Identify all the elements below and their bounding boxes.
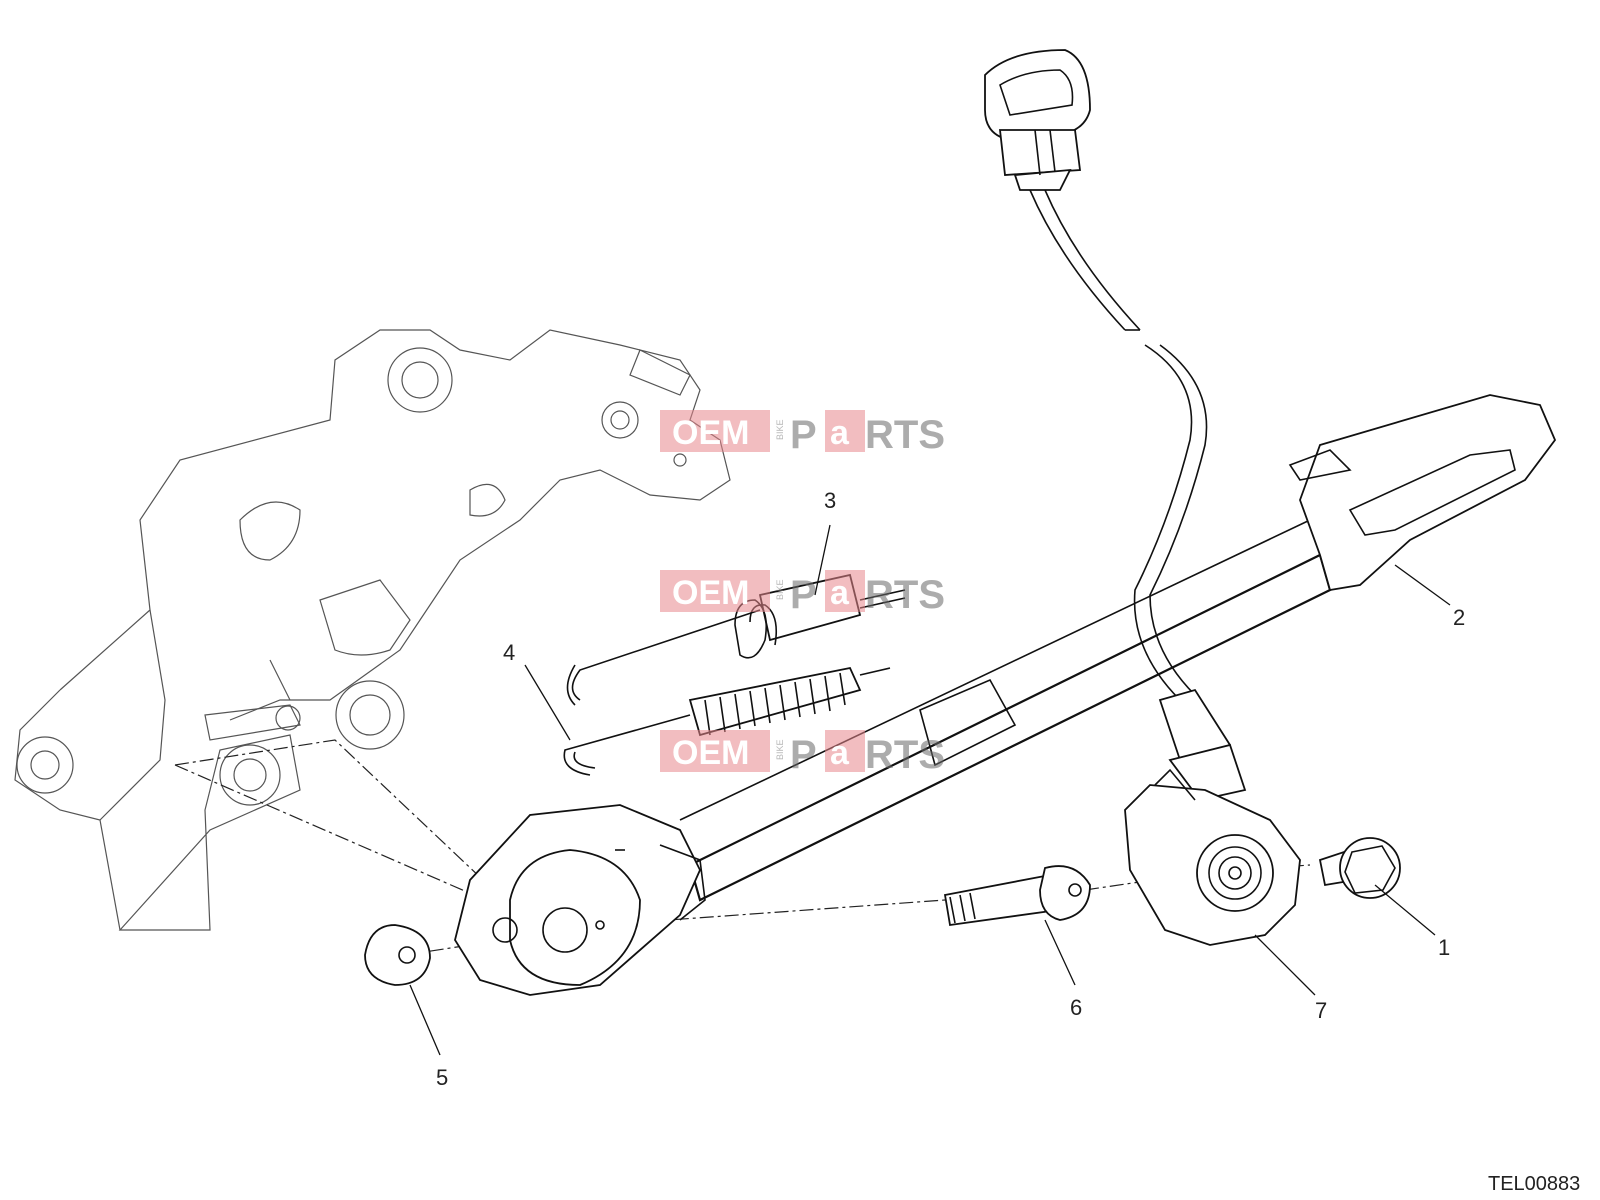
flange-nut bbox=[364, 924, 431, 986]
callout-4: 4 bbox=[503, 640, 515, 665]
watermark-top: OEM BIKE P a RTS bbox=[660, 410, 945, 457]
watermark-bottom: OEM BIKE P a RTS bbox=[660, 730, 945, 777]
callout-6: 6 bbox=[1070, 995, 1082, 1020]
svg-text:BIKE: BIKE bbox=[775, 739, 785, 760]
hex-bolt bbox=[1318, 837, 1401, 899]
pivot-pin bbox=[943, 865, 1091, 927]
callout-labels: 1 2 3 4 5 6 7 bbox=[436, 488, 1465, 1090]
spring-long bbox=[563, 666, 891, 776]
svg-text:a: a bbox=[830, 574, 850, 612]
svg-text:RTS: RTS bbox=[865, 573, 945, 617]
callout-7: 7 bbox=[1315, 998, 1327, 1023]
callout-1: 1 bbox=[1438, 935, 1450, 960]
svg-text:OEM: OEM bbox=[672, 734, 749, 772]
svg-text:P: P bbox=[790, 413, 817, 457]
svg-text:OEM: OEM bbox=[672, 414, 749, 452]
electrical-connector bbox=[984, 49, 1091, 191]
callout-2: 2 bbox=[1453, 605, 1465, 630]
callout-3: 3 bbox=[824, 488, 836, 513]
svg-text:P: P bbox=[790, 573, 817, 617]
svg-text:OEM: OEM bbox=[672, 574, 749, 612]
watermark-middle: OEM BIKE P a RTS bbox=[660, 570, 945, 617]
svg-text:a: a bbox=[830, 414, 850, 452]
svg-text:RTS: RTS bbox=[865, 733, 945, 777]
svg-text:P: P bbox=[790, 733, 817, 777]
side-stand-sensor bbox=[1124, 768, 1301, 946]
callout-5: 5 bbox=[436, 1065, 448, 1090]
svg-text:BIKE: BIKE bbox=[775, 419, 785, 440]
leader-lines bbox=[409, 524, 1451, 1056]
frame-bracket bbox=[14, 329, 731, 931]
svg-text:BIKE: BIKE bbox=[775, 579, 785, 600]
side-stand-leg bbox=[454, 394, 1557, 996]
svg-text:a: a bbox=[830, 734, 850, 772]
svg-text:RTS: RTS bbox=[865, 413, 945, 457]
sensor-cable bbox=[1029, 189, 1247, 802]
drawing-code: TEL00883 bbox=[1488, 1173, 1580, 1195]
